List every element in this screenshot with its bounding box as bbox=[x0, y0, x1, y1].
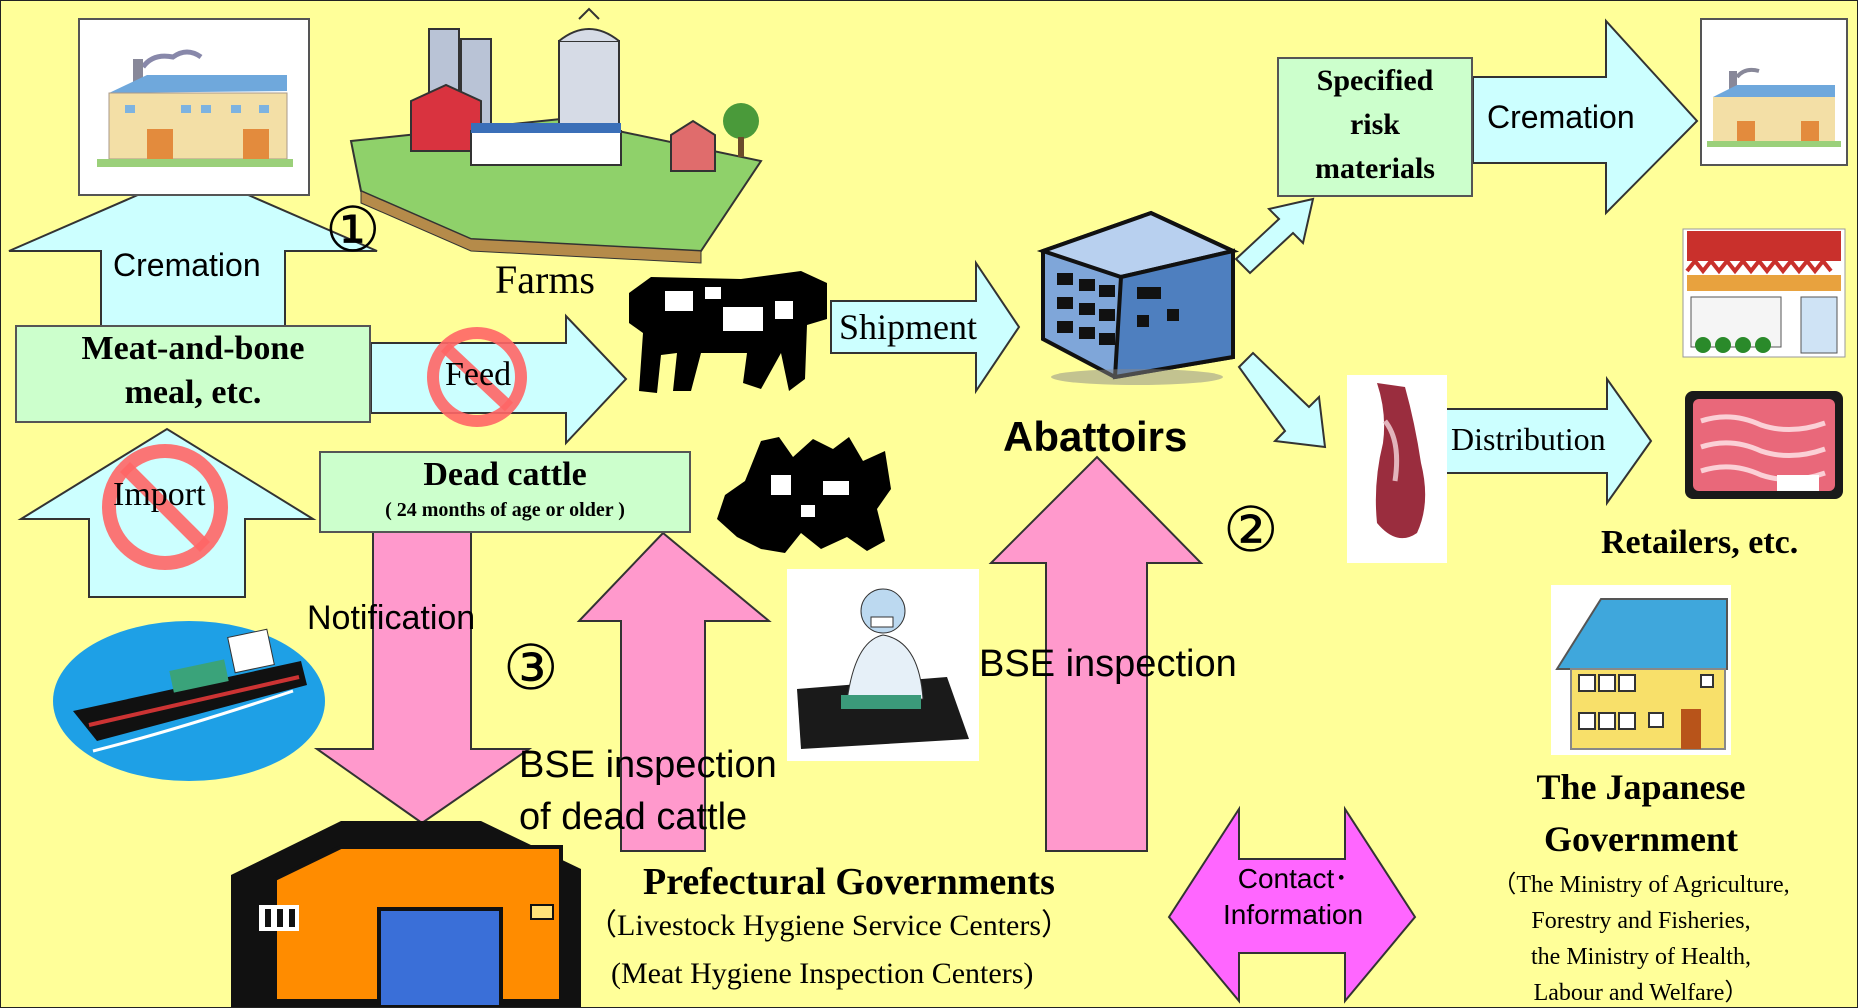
ministries-line1: （The Ministry of Agriculture, bbox=[1492, 872, 1790, 898]
cow-icon bbox=[629, 271, 827, 393]
retailers-label: Retailers, etc. bbox=[1601, 524, 1799, 561]
livestock-hygiene-label: （Livestock Hygiene Service Centers） bbox=[587, 909, 1072, 942]
prohibited-sign-icon bbox=[427, 327, 527, 427]
shipment-arrow bbox=[830, 259, 1021, 395]
distribution-arrow bbox=[1440, 375, 1653, 507]
prohibited-sign-icon bbox=[102, 444, 228, 570]
srm-arrow bbox=[1234, 197, 1315, 275]
factory-right-icon bbox=[1700, 18, 1848, 166]
contact-information-label: Contact･ Information bbox=[1223, 861, 1363, 933]
srm-line1: Specified bbox=[1316, 64, 1434, 97]
carcass-icon bbox=[1347, 375, 1447, 563]
srm-line3: materials bbox=[1315, 152, 1435, 185]
cremation-up-arrow bbox=[8, 169, 378, 332]
cremation-right-arrow bbox=[1472, 18, 1699, 216]
dead-cow-icon bbox=[717, 437, 891, 553]
ministries-line2: Forestry and Fisheries, bbox=[1531, 908, 1751, 934]
meat-and-bone-meal-line1: Meat-and-bone bbox=[81, 330, 305, 367]
cremation-right-label: Cremation bbox=[1487, 99, 1635, 135]
contact-double-arrow bbox=[1167, 805, 1417, 1004]
processing-plant-icon bbox=[231, 821, 581, 1007]
bse-inspection-dead-cattle-line1: BSE inspection bbox=[519, 744, 777, 786]
japanese-government-line1: The Japanese bbox=[1536, 767, 1746, 807]
bse-inspection-dead-cattle-line2: of dead cattle bbox=[519, 796, 748, 838]
ministries-line4: Labour and Welfare） bbox=[1533, 980, 1749, 1006]
srm-line2: risk bbox=[1349, 108, 1400, 141]
dead-cattle-label: Dead cattle bbox=[423, 456, 587, 493]
dead-cattle-age: ( 24 months of age or older ) bbox=[385, 499, 625, 521]
import-label: Import bbox=[113, 476, 206, 513]
meat-hygiene-label: (Meat Hygiene Inspection Centers) bbox=[611, 957, 1034, 990]
abattoirs-label: Abattoirs bbox=[1003, 413, 1188, 460]
meat-and-bone-meal-box: Meat-and-bone meal, etc. bbox=[15, 325, 371, 423]
dead-cattle-box: Dead cattle ( 24 months of age or older … bbox=[319, 451, 691, 533]
bse-inspection-dead-cattle-label: BSE inspection of dead cattle bbox=[519, 739, 777, 843]
contact-information-line2: Information bbox=[1223, 899, 1364, 930]
shipment-label: Shipment bbox=[839, 307, 978, 347]
dead-cattle-inspection-up-arrow bbox=[576, 531, 772, 852]
farm-icon bbox=[349, 7, 763, 264]
ministries-label: （The Ministry of Agriculture, Forestry a… bbox=[1441, 867, 1841, 1007]
marker-three: ③ bbox=[503, 634, 559, 703]
bse-inspection-up-arrow bbox=[988, 455, 1204, 852]
cremation-left-label: Cremation bbox=[113, 247, 261, 283]
ministries-line3: the Ministry of Health, bbox=[1531, 944, 1751, 970]
notification-label: Notification bbox=[307, 599, 476, 637]
restaurant-icon bbox=[1682, 228, 1846, 358]
meat-and-bone-meal-line2: meal, etc. bbox=[124, 374, 262, 411]
farms-label: Farms bbox=[495, 257, 595, 302]
notification-down-arrow bbox=[313, 530, 533, 825]
japanese-government-line2: Government bbox=[1544, 819, 1738, 859]
abattoir-building-icon bbox=[1036, 210, 1240, 385]
feed-arrow bbox=[370, 313, 628, 446]
contact-information-line1: Contact･ bbox=[1237, 863, 1349, 894]
carcass-arrow bbox=[1237, 351, 1327, 449]
marker-two: ② bbox=[1223, 496, 1279, 565]
ship-icon bbox=[53, 621, 325, 781]
marker-one: ① bbox=[325, 196, 381, 265]
feed-label: Feed bbox=[445, 356, 512, 393]
factory-icon bbox=[78, 18, 310, 196]
bse-inspection-label: BSE inspection bbox=[979, 643, 1237, 685]
prefectural-governments-label: Prefectural Governments bbox=[643, 861, 1055, 903]
meat-package-icon bbox=[1685, 391, 1843, 499]
japanese-government-label: The Japanese Government bbox=[1481, 761, 1801, 865]
distribution-label: Distribution bbox=[1451, 421, 1606, 457]
house-icon bbox=[1551, 585, 1731, 755]
specified-risk-materials-box: Specified risk materials bbox=[1277, 57, 1473, 197]
inspector-icon bbox=[787, 569, 979, 761]
